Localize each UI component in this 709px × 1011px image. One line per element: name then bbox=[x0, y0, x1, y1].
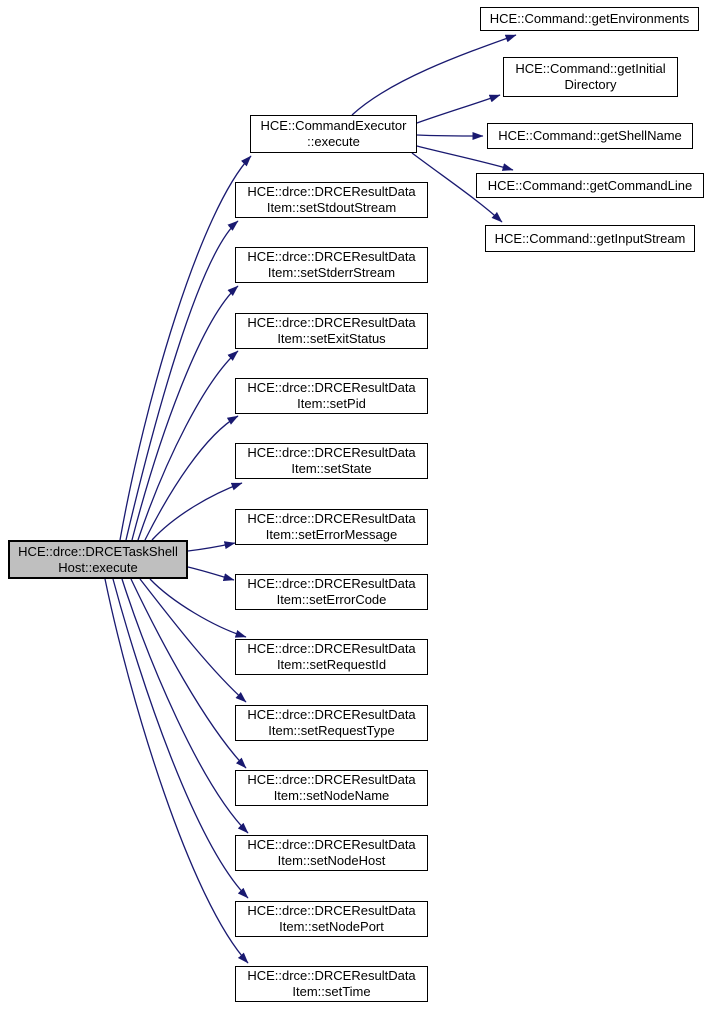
node-label: Item::setNodeHost bbox=[277, 853, 386, 868]
node-label: Item::setTime bbox=[292, 984, 371, 999]
node-setNodeHost[interactable]: HCE::drce::DRCEResultData Item::setNodeH… bbox=[235, 835, 428, 871]
node-setStderrStream[interactable]: HCE::drce::DRCEResultData Item::setStder… bbox=[235, 247, 428, 283]
node-label: Item::setStderrStream bbox=[267, 265, 396, 280]
node-setErrorCode[interactable]: HCE::drce::DRCEResultData Item::setError… bbox=[235, 574, 428, 610]
node-label: Item::setNodeName bbox=[273, 788, 390, 803]
node-setTime[interactable]: HCE::drce::DRCEResultData Item::setTime bbox=[235, 966, 428, 1002]
node-label: Item::setErrorCode bbox=[276, 592, 387, 607]
node-label: Item::setRequestType bbox=[268, 723, 395, 738]
node-label: Item::setExitStatus bbox=[277, 331, 386, 346]
node-label: HCE::drce::DRCEResultData bbox=[247, 445, 416, 460]
node-label: HCE::drce::DRCEResultData bbox=[247, 968, 416, 983]
node-getInitialDirectory[interactable]: HCE::Command::getInitial Directory bbox=[503, 57, 678, 97]
node-label: HCE::drce::DRCEResultData bbox=[247, 511, 416, 526]
node-label: HCE::drce::DRCEResultData bbox=[247, 641, 416, 656]
node-label: Item::setNodePort bbox=[279, 919, 384, 934]
node-label: HCE::drce::DRCEResultData bbox=[247, 837, 416, 852]
node-label: Item::setState bbox=[291, 461, 372, 476]
node-getCommandLine[interactable]: HCE::Command::getCommandLine bbox=[476, 173, 704, 198]
node-label: HCE::Command::getInputStream bbox=[494, 230, 686, 246]
node-label: Item::setStdoutStream bbox=[266, 200, 397, 215]
edge-root-to-setPid bbox=[144, 415, 239, 541]
node-setState[interactable]: HCE::drce::DRCEResultData Item::setState bbox=[235, 443, 428, 479]
edge-root-to-setErrorMessage bbox=[187, 541, 236, 552]
edge-root-to-setTime bbox=[104, 578, 249, 964]
edge-root-to-setRequestType bbox=[139, 578, 247, 703]
edge-executor-to-getInputStream bbox=[411, 152, 503, 223]
node-label: HCE::drce::DRCEResultData bbox=[247, 903, 416, 918]
edge-executor-to-getEnvironments bbox=[351, 34, 517, 116]
node-getEnvironments[interactable]: HCE::Command::getEnvironments bbox=[480, 7, 699, 31]
edge-executor-to-getCommandLine bbox=[416, 145, 514, 171]
node-label: ::execute bbox=[307, 134, 360, 149]
node-label: Item::setPid bbox=[297, 396, 366, 411]
edge-executor-to-getInitialDirectory bbox=[416, 94, 501, 124]
edge-root-to-setNodePort bbox=[112, 578, 249, 899]
node-setRequestId[interactable]: HCE::drce::DRCEResultData Item::setReque… bbox=[235, 639, 428, 675]
edge-root-to-setExitStatus bbox=[137, 350, 239, 541]
node-label: HCE::drce::DRCEResultData bbox=[247, 184, 416, 199]
edge-root-to-setState bbox=[151, 482, 243, 541]
edge-root-to-setStdoutStream bbox=[125, 220, 239, 541]
node-label: HCE::drce::DRCEResultData bbox=[247, 576, 416, 591]
node-setExitStatus[interactable]: HCE::drce::DRCEResultData Item::setExitS… bbox=[235, 313, 428, 349]
node-label: HCE::Command::getEnvironments bbox=[489, 11, 690, 26]
edge-root-to-setNodeHost bbox=[121, 578, 249, 834]
edge-executor-to-getShellName bbox=[416, 131, 484, 140]
node-label: Directory bbox=[564, 77, 617, 92]
edge-root-to-setRequestId bbox=[149, 578, 247, 638]
node-label: Item::setErrorMessage bbox=[265, 527, 398, 542]
edge-root-to-setNodeName bbox=[130, 578, 247, 769]
node-setStdoutStream[interactable]: HCE::drce::DRCEResultData Item::setStdou… bbox=[235, 182, 428, 218]
node-label: HCE::Command::getShellName bbox=[498, 128, 682, 143]
node-setNodeName[interactable]: HCE::drce::DRCEResultData Item::setNodeN… bbox=[235, 770, 428, 806]
edge-root-to-setErrorCode bbox=[187, 566, 235, 581]
node-label: Item::setRequestId bbox=[276, 657, 387, 672]
edge-root-to-executor bbox=[119, 155, 252, 541]
node-label: Host::execute bbox=[58, 559, 138, 575]
node-label: HCE::drce::DRCEResultData bbox=[247, 380, 416, 395]
node-setRequestType[interactable]: HCE::drce::DRCEResultData Item::setReque… bbox=[235, 705, 428, 741]
node-label: HCE::Command::getInitial bbox=[515, 61, 666, 76]
node-setPid[interactable]: HCE::drce::DRCEResultData Item::setPid bbox=[235, 378, 428, 414]
node-label: HCE::Command::getCommandLine bbox=[487, 177, 693, 193]
node-getShellName[interactable]: HCE::Command::getShellName bbox=[487, 123, 693, 149]
node-label: HCE::drce::DRCEResultData bbox=[247, 249, 416, 264]
node-drce-taskshellhost-execute: HCE::drce::DRCETaskShell Host::execute bbox=[8, 540, 188, 579]
node-label: HCE::CommandExecutor bbox=[260, 118, 407, 133]
node-label: HCE::drce::DRCETaskShell bbox=[18, 543, 178, 559]
node-commandexecutor-execute[interactable]: HCE::CommandExecutor ::execute bbox=[250, 115, 417, 153]
node-getInputStream[interactable]: HCE::Command::getInputStream bbox=[485, 225, 695, 252]
node-label: HCE::drce::DRCEResultData bbox=[247, 772, 416, 787]
node-label: HCE::drce::DRCEResultData bbox=[247, 707, 416, 722]
node-setNodePort[interactable]: HCE::drce::DRCEResultData Item::setNodeP… bbox=[235, 901, 428, 937]
node-label: HCE::drce::DRCEResultData bbox=[247, 315, 416, 330]
node-setErrorMessage[interactable]: HCE::drce::DRCEResultData Item::setError… bbox=[235, 509, 428, 545]
edge-root-to-setStderrStream bbox=[131, 285, 239, 541]
